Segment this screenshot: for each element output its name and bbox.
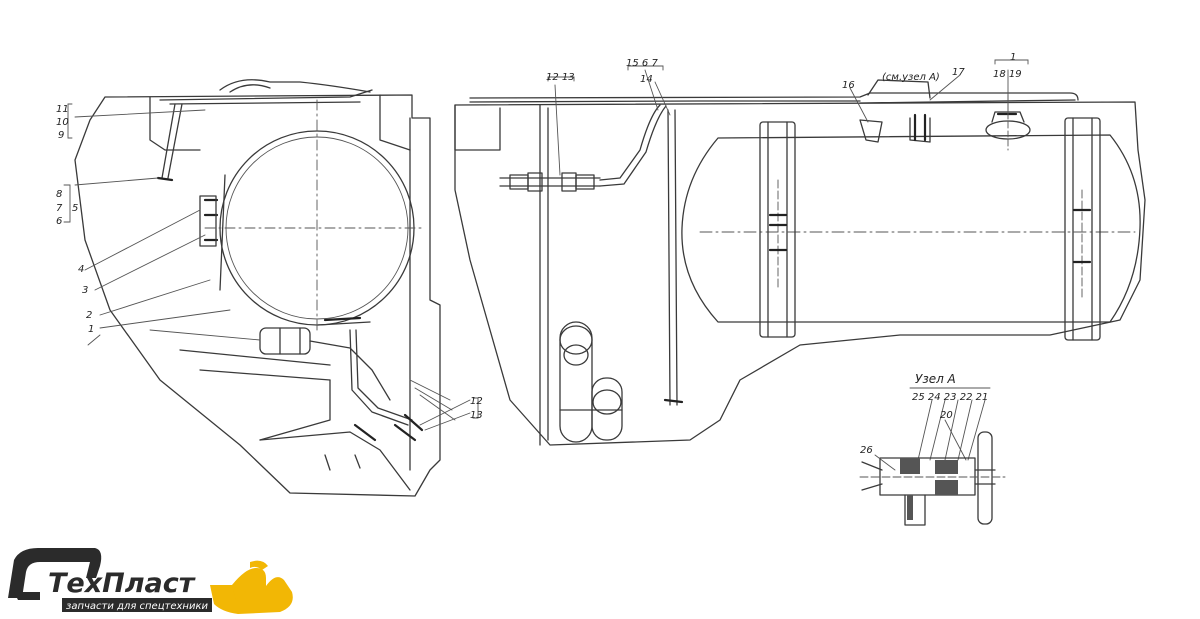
- callout-1-right: 1: [1010, 52, 1016, 63]
- callout-18-19: 18 19: [993, 69, 1022, 80]
- callout-11: 11: [56, 104, 69, 115]
- callout-14: 14: [640, 74, 653, 85]
- callout-15-6-7: 15 6 7: [626, 58, 658, 69]
- logo-tagline: запчасти для спецтехники: [66, 601, 208, 612]
- excavator-bucket-icon: [210, 568, 293, 614]
- callout-4: 4: [78, 264, 84, 275]
- logo-name: ТехПласт: [48, 568, 196, 599]
- techplast-logo: ТехПласт запчасти для спецтехники: [8, 548, 293, 614]
- callout-13-left: 13: [470, 410, 483, 421]
- callout-2: 2: [86, 310, 92, 321]
- callout-17: 17: [952, 67, 965, 78]
- callout-3: 3: [82, 285, 88, 296]
- callout-5: 5: [72, 203, 78, 214]
- callout-9: 9: [58, 130, 64, 141]
- callout-16: 16: [842, 80, 855, 91]
- callout-12-13: 12 13: [546, 72, 575, 83]
- node-a-detail: [859, 387, 1006, 526]
- node-a-title: Узел А: [915, 372, 956, 386]
- callout-1: 1: [88, 324, 94, 335]
- callout-7: 7: [56, 203, 63, 214]
- left-view: [63, 79, 479, 497]
- callout-26: 26: [860, 445, 873, 456]
- node-a-numbers: 25 24 23 22 21: [912, 392, 988, 403]
- callout-node-ref: (см.узел А): [882, 72, 940, 83]
- callout-20: 20: [940, 410, 953, 421]
- right-view: [454, 59, 1146, 446]
- callout-12-left: 12: [470, 396, 483, 407]
- callout-8: 8: [56, 189, 62, 200]
- excavator-arm-icon: [8, 548, 102, 598]
- callout-10: 10: [56, 117, 69, 128]
- callout-6: 6: [56, 216, 62, 227]
